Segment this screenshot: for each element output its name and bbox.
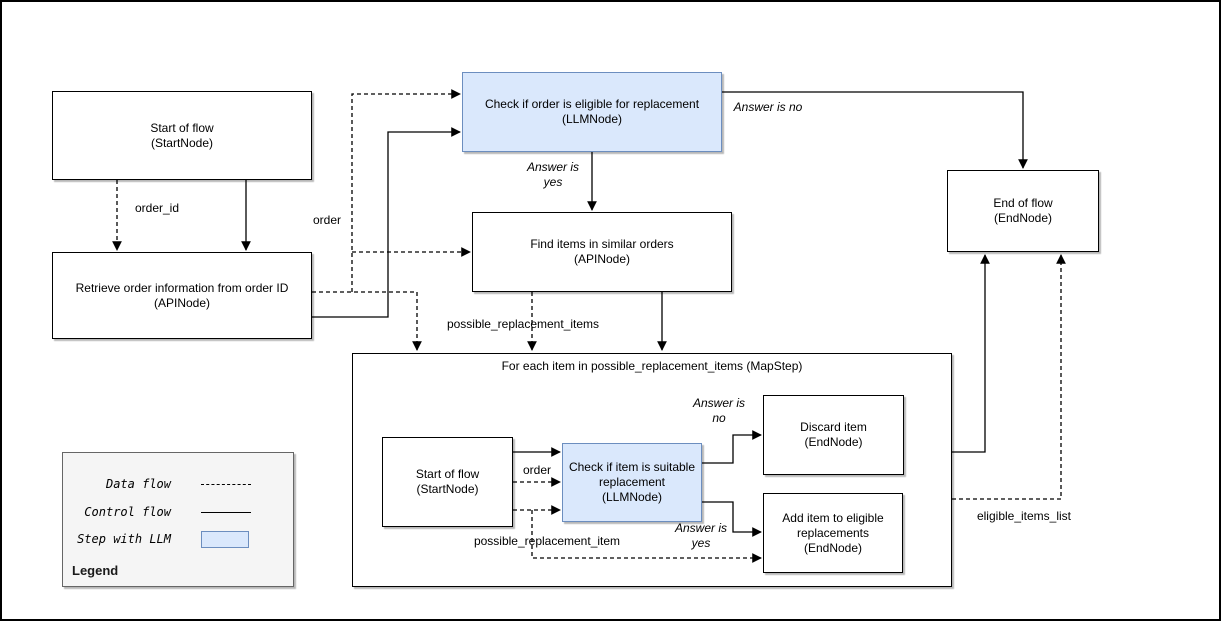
node-find-items-similar-orders: Find items in similar orders (APINode) [472, 212, 732, 292]
mapstep-title: For each item in possible_replacement_it… [501, 359, 803, 373]
dashed-line-sample-icon [201, 483, 251, 485]
llm-box-sample-icon [201, 530, 249, 548]
edge-label-order-id: order_id [134, 201, 180, 215]
legend-label-step-with-llm: Step with LLM [77, 532, 171, 546]
edge-label-order-outer: order [312, 213, 341, 227]
legend-label-data-flow: Data flow [105, 477, 171, 491]
node-add-item-to-eligible-replacements: Add item to eligible replacements (EndNo… [763, 493, 903, 573]
edge-label-eligible-items-list: eligible_items_list [976, 509, 1072, 523]
edge-retrieve-to-mapstep-data [312, 291, 422, 351]
edge-label-order-inner: order [522, 463, 551, 477]
edge-mapstep-to-end-data-eligible-items [952, 254, 1066, 500]
edge-label-answer-is-no-outer: Answer is no [733, 100, 803, 114]
solid-line-sample-icon [201, 511, 251, 513]
edge-retrieve-to-check-order-data [351, 89, 461, 292]
node-retrieve-order-information: Retrieve order information from order ID… [52, 252, 312, 339]
edge-label-answer-is-no-inner: Answer is no [692, 396, 745, 425]
legend-box: Data flow Control flow Step with LLM Leg… [62, 452, 294, 587]
node-end-of-flow: End of flow (EndNode) [947, 170, 1099, 252]
edge-label-possible-replacement-item: possible_replacement_item [473, 534, 621, 548]
edge-label-answer-is-yes-inner: Answer is yes [674, 521, 727, 550]
node-start-of-flow: Start of flow (StartNode) [52, 91, 312, 180]
edge-label-possible-replacement-items: possible_replacement_items [446, 317, 600, 331]
node-discard-item: Discard item (EndNode) [763, 395, 904, 475]
legend-title: Legend [72, 563, 119, 578]
legend-item-control-flow: Control flow [63, 503, 251, 521]
edge-label-answer-is-yes-outer: Answer is yes [526, 160, 579, 189]
node-check-order-eligible-llm: Check if order is eligible for replaceme… [462, 72, 722, 152]
node-inner-start-of-flow: Start of flow (StartNode) [382, 437, 513, 527]
node-check-item-suitable-llm: Check if item is suitable replacement (L… [562, 443, 702, 522]
legend-item-data-flow: Data flow [63, 475, 251, 493]
mapstep-container [352, 353, 952, 587]
legend-label-control-flow: Control flow [84, 505, 171, 519]
edge-mapstep-to-end-control [952, 254, 990, 453]
legend-item-step-with-llm: Step with LLM [63, 530, 249, 548]
